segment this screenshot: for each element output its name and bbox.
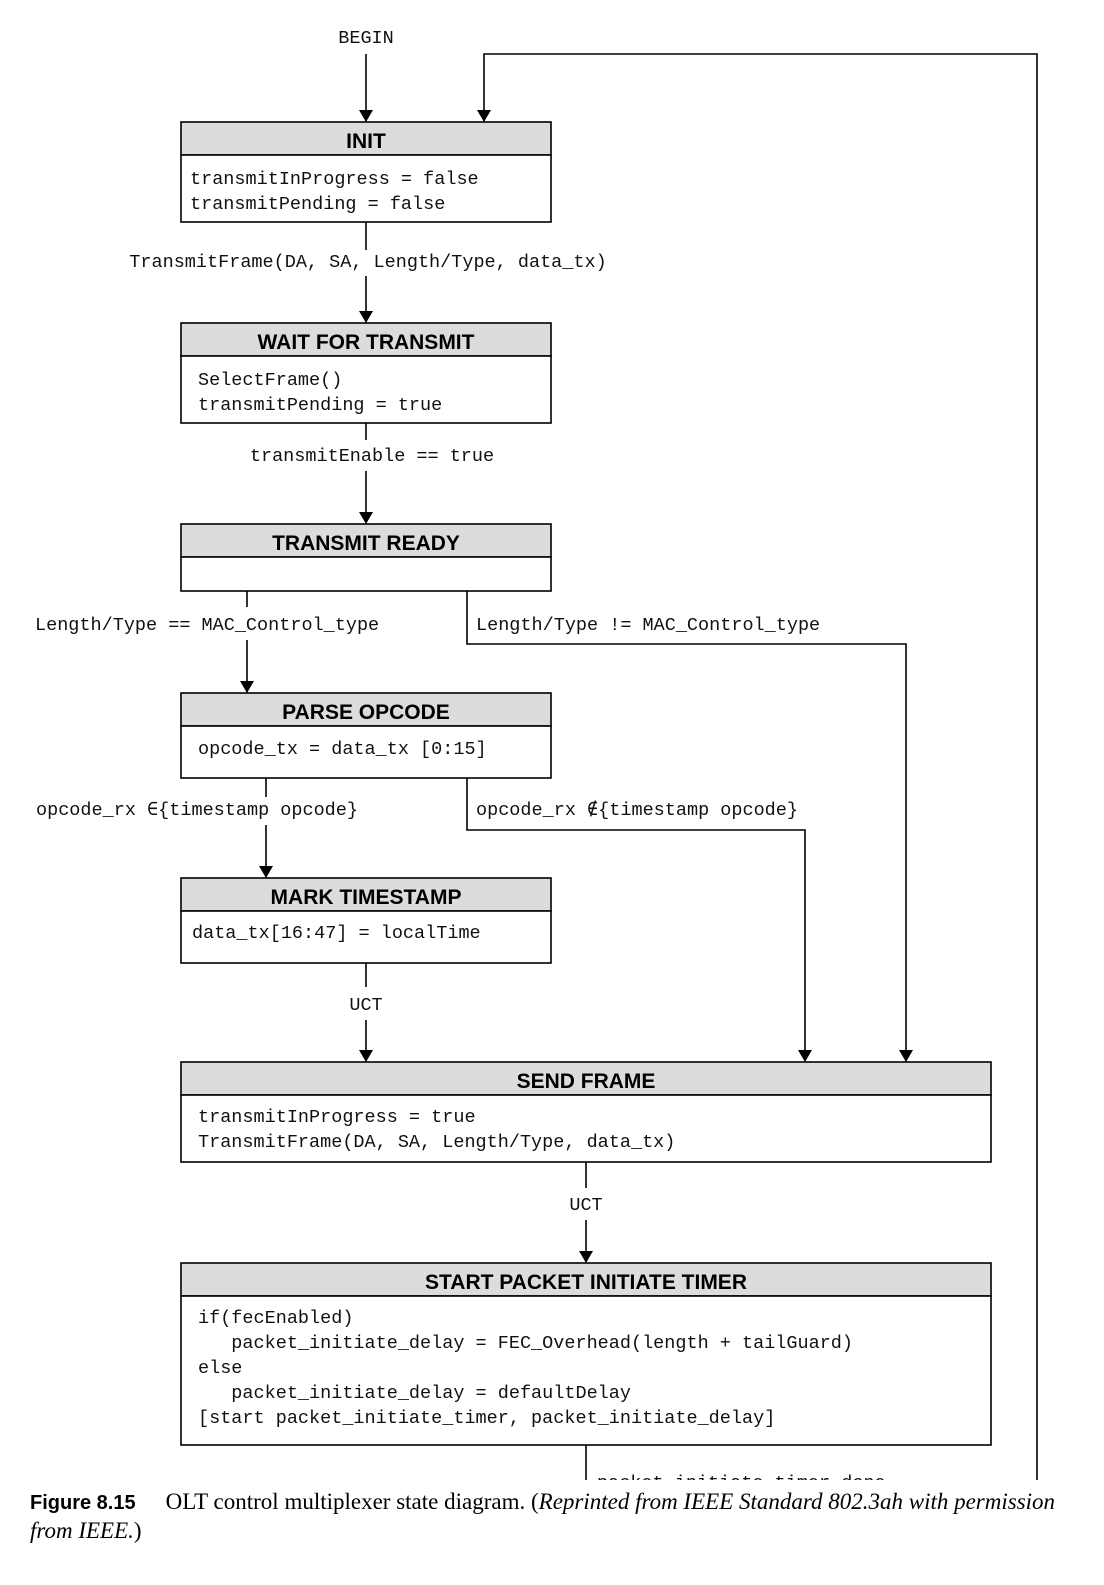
- state-init-title: INIT: [346, 130, 386, 153]
- state-send-header: [180, 1061, 992, 1096]
- transition-label-timer-to-init: packet_initiate_timer_done: [597, 1473, 886, 1480]
- state-timer-title: START PACKET INITIATE TIMER: [425, 1271, 747, 1294]
- figure-caption-close: ): [133, 1518, 142, 1543]
- transition-label-send-to-timer: UCT: [569, 1195, 602, 1216]
- begin-label: BEGIN: [338, 28, 394, 49]
- state-wait-for-transmit: WAIT FOR TRANSMIT SelectFrame() transmit…: [180, 322, 552, 424]
- transition-label-parse-to-send: opcode_rx ∉{timestamp opcode}: [476, 800, 798, 821]
- state-timer-line: [start packet_initiate_timer, packet_ini…: [198, 1408, 775, 1429]
- figure-caption-credit: Reprinted from IEEE Standard 802.3ah wit…: [30, 1489, 1056, 1543]
- state-timer-line: packet_initiate_delay = FEC_Overhead(len…: [198, 1333, 853, 1354]
- state-init-body: [180, 154, 552, 223]
- state-parse-header: [180, 692, 552, 727]
- state-send-title: SEND FRAME: [517, 1070, 656, 1093]
- transition-label-ready-to-send: Length/Type != MAC_Control_type: [476, 615, 820, 636]
- transition-label-mark-to-send: UCT: [349, 995, 382, 1016]
- state-ready-header: [180, 523, 552, 558]
- state-mark-line: data_tx[16:47] = localTime: [192, 923, 481, 944]
- state-diagram: BEGIN INIT transmitInProgress = false tr…: [35, 28, 1038, 1480]
- state-send-line: transmitInProgress = true: [198, 1107, 476, 1128]
- transition-label-ready-to-parse: Length/Type == MAC_Control_type: [35, 615, 379, 636]
- transition-label-wait-to-ready: transmitEnable == true: [250, 446, 494, 467]
- state-send-body: [180, 1094, 992, 1163]
- state-parse-line: opcode_tx = data_tx [0:15]: [198, 739, 487, 760]
- state-transmit-ready: TRANSMIT READY: [180, 523, 552, 592]
- state-timer-header: [180, 1262, 992, 1297]
- state-start-packet-initiate-timer: START PACKET INITIATE TIMER if(fecEnable…: [180, 1262, 992, 1446]
- state-mark-timestamp: MARK TIMESTAMP data_tx[16:47] = localTim…: [180, 877, 552, 964]
- state-timer-line: packet_initiate_delay = defaultDelay: [198, 1383, 631, 1404]
- state-send-frame: SEND FRAME transmitInProgress = true Tra…: [180, 1061, 992, 1163]
- parse-to-send-arrow: [466, 778, 812, 1062]
- state-timer-line: if(fecEnabled): [198, 1308, 353, 1329]
- state-ready-title: TRANSMIT READY: [272, 532, 460, 555]
- ready-to-send-arrow: [466, 591, 913, 1062]
- state-init-line: transmitInProgress = false: [190, 169, 479, 190]
- state-send-line: TransmitFrame(DA, SA, Length/Type, data_…: [198, 1132, 675, 1153]
- state-parse-opcode: PARSE OPCODE opcode_tx = data_tx [0:15]: [180, 692, 552, 779]
- transition-label-init-to-wait: TransmitFrame(DA, SA, Length/Type, data_…: [129, 252, 606, 273]
- state-parse-body: [180, 725, 552, 779]
- state-init: INIT transmitInProgress = false transmit…: [180, 121, 552, 223]
- state-wait-title: WAIT FOR TRANSMIT: [258, 331, 475, 354]
- state-init-line: transmitPending = false: [190, 194, 445, 215]
- timer-to-init-arrow: [477, 53, 1038, 1480]
- transition-label-parse-to-mark: opcode_rx ∈{timestamp opcode}: [36, 800, 358, 821]
- figure-caption: Figure 8.15 OLT control multiplexer state…: [30, 1488, 1080, 1545]
- state-parse-title: PARSE OPCODE: [282, 701, 450, 724]
- state-wait-header: [180, 322, 552, 357]
- state-ready-body: [180, 556, 552, 592]
- state-wait-line: transmitPending = true: [198, 395, 442, 416]
- figure-label: Figure 8.15: [30, 1492, 136, 1514]
- state-timer-line: else: [198, 1358, 242, 1379]
- state-mark-body: [180, 910, 552, 964]
- state-wait-line: SelectFrame(): [198, 370, 342, 391]
- figure-caption-text: OLT control multiplexer state diagram. (: [165, 1489, 539, 1514]
- state-mark-title: MARK TIMESTAMP: [271, 886, 462, 909]
